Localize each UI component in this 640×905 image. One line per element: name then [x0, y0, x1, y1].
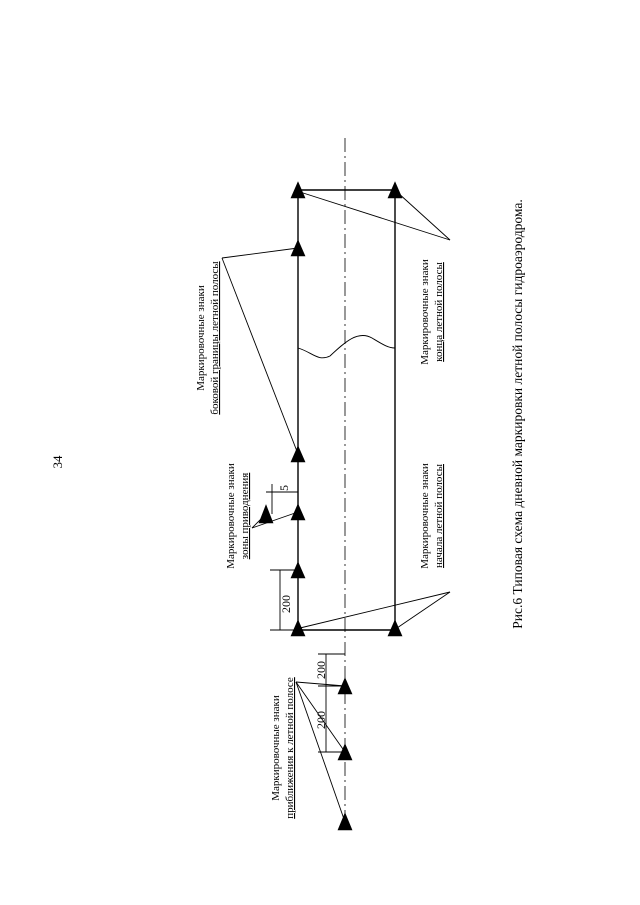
svg-text:конца летной полосы: конца летной полосы: [433, 262, 445, 362]
start-marker: [387, 619, 403, 637]
svg-text:Маркировочные знаки: Маркировочные знаки: [419, 259, 431, 365]
side-marker: [290, 181, 306, 199]
svg-text:приближения к летной полосе: приближения к летной полосе: [284, 677, 296, 819]
end-marker: [387, 181, 403, 199]
side-marker: [290, 619, 306, 637]
leader-line: [396, 591, 451, 629]
dim-200-strip: 200: [279, 595, 293, 613]
svg-text:начала летной полосы: начала летной полосы: [433, 463, 445, 568]
dim-200-approach-b: 200: [314, 711, 328, 729]
label-strip-start: Маркировочные знаки начала летной полосы: [419, 463, 445, 569]
leader-line: [396, 191, 451, 241]
svg-text:Маркировочные знаки: Маркировочные знаки: [419, 463, 431, 569]
label-strip-end: Маркировочные знаки конца летной полосы: [419, 259, 445, 365]
leader-line: [295, 681, 346, 687]
leader-line: [251, 513, 267, 529]
dim-200-approach-a: 200: [314, 661, 328, 679]
svg-text:зоны приводнения: зоны приводнения: [239, 473, 251, 560]
leader-line: [299, 591, 451, 629]
leader-line: [299, 191, 451, 241]
svg-text:боковой границы летной полосы: боковой границы летной полосы: [209, 261, 221, 415]
leader-line: [221, 247, 299, 259]
side-marker: [290, 503, 306, 521]
svg-text:Маркировочные знаки: Маркировочные знаки: [270, 695, 282, 801]
svg-text:Маркировочные знаки: Маркировочные знаки: [195, 285, 207, 391]
label-landing-zone: Маркировочные знаки зоны приводнения: [225, 463, 251, 569]
page-number: 34: [50, 455, 65, 469]
label-approach: Маркировочные знаки приближения к летной…: [270, 677, 296, 819]
figure-caption: Рис.6 Типовая схема дневной маркировки л…: [510, 199, 525, 628]
leader-line: [221, 257, 299, 455]
break-line: [297, 335, 396, 359]
svg-text:Маркировочные знаки: Маркировочные знаки: [225, 463, 237, 569]
leader-line: [251, 511, 299, 529]
dim-5: 5: [277, 485, 291, 491]
leader-line: [295, 681, 346, 753]
label-side-border: Маркировочные знаки боковой границы летн…: [195, 261, 221, 415]
